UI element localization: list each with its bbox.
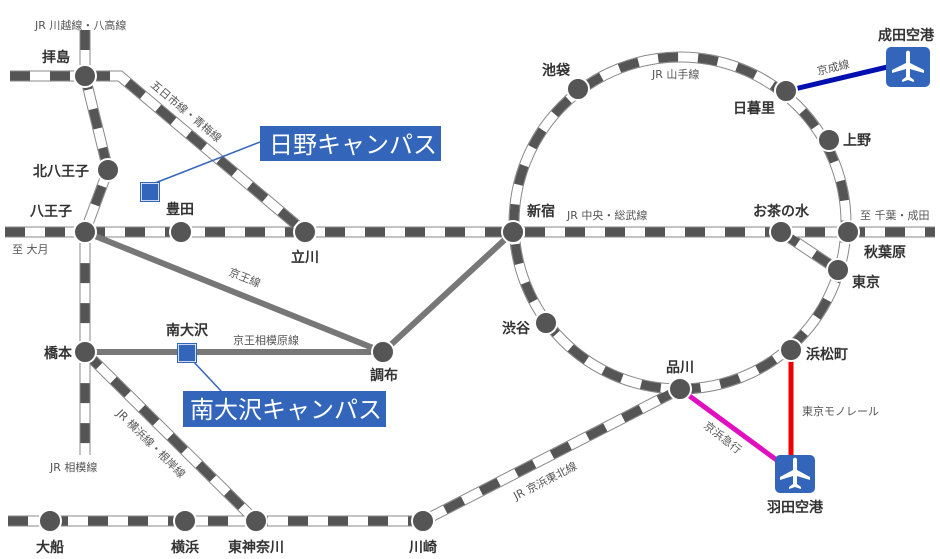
station-kawasaki: 川崎 [408, 539, 437, 556]
station-node[interactable] [173, 509, 197, 533]
station-node[interactable] [566, 77, 590, 101]
station-nippori: 日暮里 [733, 100, 775, 117]
station-tokyo: 東京 [852, 274, 880, 291]
line-label-yamanote: JR 山手線 [651, 67, 699, 81]
campus-label-hino[interactable]: 日野キャンパス [269, 131, 437, 159]
campus-marker[interactable] [177, 343, 197, 363]
campus-leader-line [149, 141, 261, 186]
keikyu-line [678, 386, 784, 467]
station-node[interactable] [244, 509, 268, 533]
station-node[interactable] [73, 220, 97, 244]
airport-label-narita: 成田空港 [878, 27, 935, 44]
line-label-keio: 京王線 [227, 265, 263, 290]
airplane-icon [780, 457, 810, 489]
airplane-icon [892, 50, 924, 82]
line-label-monorail: 東京モノレール [802, 404, 879, 418]
haneda-airport[interactable]: 羽田空港 [767, 455, 824, 516]
station-tachikawa: 立川 [291, 249, 319, 266]
station-ochanomizu: お茶の水 [753, 203, 810, 220]
campus-label-box [183, 391, 386, 427]
station-node[interactable] [411, 509, 435, 533]
station-node[interactable] [836, 220, 860, 244]
station-hamamatsucho: 浜松町 [806, 346, 848, 363]
station-minami-osawa: 南大沢 [166, 322, 209, 339]
narita-airport[interactable]: 成田空港 [878, 27, 935, 87]
station-node[interactable] [534, 311, 558, 335]
station-node[interactable] [169, 220, 193, 244]
line-label-keio-sagamihara: 京王相模原線 [233, 333, 299, 347]
station-nodes [38, 64, 860, 533]
campus-label-minami-osawa[interactable]: 南大沢キャンパス [190, 396, 382, 424]
direction-otsuki: 至 大月 [12, 242, 49, 256]
station-labels: 拝島 北八王子 八王子 豊田 立川 橋本 南大沢 調布 大船 横浜 東神奈川 川… [29, 49, 906, 556]
station-kita-hachioji: 北八王子 [33, 164, 89, 180]
campus-marker-border [140, 182, 160, 202]
campus-leader-line [191, 359, 223, 393]
station-akihabara: 秋葉原 [864, 244, 906, 261]
campus-marker-border [177, 343, 197, 363]
station-ueno: 上野 [843, 133, 871, 149]
station-shinjuku: 新宿 [527, 203, 555, 220]
minami-osawa-campus[interactable]: 南大沢キャンパス [177, 343, 387, 428]
station-ofuna: 大船 [36, 539, 64, 556]
station-node[interactable] [668, 377, 692, 401]
airport-label-haneda: 羽田空港 [767, 499, 824, 516]
hino-campus[interactable]: 日野キャンパス [140, 126, 442, 202]
line-label-chuo-sobu: JR 中央・総武線 [566, 208, 647, 222]
line-label-sagami: JR 相模線 [49, 460, 97, 474]
station-node[interactable] [96, 158, 120, 182]
station-node[interactable] [826, 258, 850, 282]
station-node[interactable] [38, 509, 62, 533]
station-toyoda: 豊田 [166, 201, 194, 218]
campus-marker[interactable] [140, 182, 160, 202]
direction-chiba-narita: 至 千葉・成田 [860, 208, 930, 222]
station-node[interactable] [371, 340, 395, 364]
station-chofu: 調布 [370, 367, 398, 384]
station-node[interactable] [73, 64, 97, 88]
station-node[interactable] [293, 220, 317, 244]
station-node[interactable] [817, 128, 841, 152]
station-node[interactable] [501, 220, 525, 244]
station-node[interactable] [779, 338, 803, 362]
station-node[interactable] [769, 220, 793, 244]
line-label-keikyu: 京浜急行 [701, 418, 744, 456]
station-hachioji: 八王子 [29, 204, 72, 220]
station-haijima: 拝島 [42, 49, 70, 66]
station-shinagawa: 品川 [666, 360, 694, 376]
campus-label-box [260, 126, 441, 161]
station-node[interactable] [774, 79, 798, 103]
station-yokohama: 横浜 [171, 539, 199, 556]
station-higashi-kanagawa: 東神奈川 [228, 539, 284, 556]
station-shibuya: 渋谷 [502, 320, 531, 337]
keisei-line [785, 61, 901, 94]
line-label-kawagoe-hachiko: JR 川越線・八高線 [34, 18, 126, 32]
station-node[interactable] [73, 340, 97, 364]
station-hashimoto: 橋本 [44, 345, 73, 362]
station-ikebukuro: 池袋 [542, 62, 571, 79]
